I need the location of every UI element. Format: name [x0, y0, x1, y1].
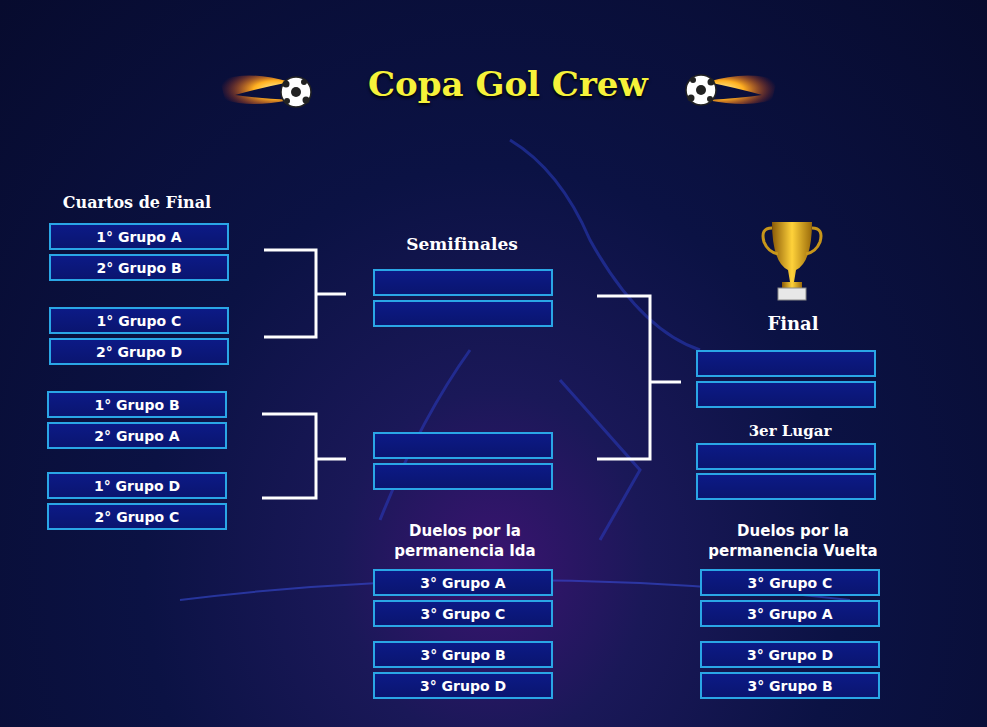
empty-slot — [696, 473, 876, 500]
team-label: 3° Grupo C — [421, 606, 506, 622]
team-label: 2° Grupo C — [95, 509, 180, 525]
team-slot: 1° Grupo A — [49, 223, 229, 250]
team-slot: 1° Grupo B — [47, 391, 227, 418]
team-slot: 2° Grupo C — [47, 503, 227, 530]
section-heading: Final — [713, 312, 873, 336]
team-slot: 2° Grupo B — [49, 254, 229, 281]
team-label: 2° Grupo A — [94, 428, 179, 444]
team-label: 3° Grupo B — [420, 647, 505, 663]
fireball-icon — [686, 75, 777, 105]
team-label: 1° Grupo C — [97, 313, 182, 329]
team-slot: 3° Grupo B — [700, 672, 880, 699]
team-slot: 3° Grupo D — [373, 672, 553, 699]
trophy-icon — [763, 222, 821, 300]
team-slot: 3° Grupo A — [373, 569, 553, 596]
empty-slot — [696, 381, 876, 408]
team-slot: 1° Grupo D — [47, 472, 227, 499]
empty-slot — [373, 269, 553, 296]
team-label: 1° Grupo A — [96, 229, 181, 245]
team-label: 3° Grupo A — [747, 606, 832, 622]
fireball-icon — [220, 75, 311, 107]
section-heading: Semifinales — [362, 233, 562, 256]
section-heading: Duelos por la permanencia Ida — [355, 521, 575, 562]
team-label: 3° Grupo D — [420, 678, 506, 694]
empty-slot — [696, 443, 876, 470]
team-label: 3° Grupo C — [748, 575, 833, 591]
team-slot: 2° Grupo D — [49, 338, 229, 365]
empty-slot — [373, 300, 553, 327]
team-label: 3° Grupo D — [747, 647, 833, 663]
section-heading: Duelos por la permanencia Vuelta — [683, 521, 903, 562]
team-slot: 3° Grupo D — [700, 641, 880, 668]
team-label: 1° Grupo B — [94, 397, 179, 413]
team-label: 3° Grupo A — [420, 575, 505, 591]
team-label: 2° Grupo D — [96, 344, 182, 360]
empty-slot — [696, 350, 876, 377]
team-label: 2° Grupo B — [96, 260, 181, 276]
team-slot: 3° Grupo C — [700, 569, 880, 596]
team-slot: 3° Grupo B — [373, 641, 553, 668]
team-slot: 3° Grupo A — [700, 600, 880, 627]
team-label: 1° Grupo D — [94, 478, 180, 494]
page-title: Copa Gol Crew — [368, 64, 648, 104]
bracket-lines — [262, 250, 681, 498]
empty-slot — [373, 432, 553, 459]
section-heading: Cuartos de Final — [37, 192, 237, 214]
team-slot: 1° Grupo C — [49, 307, 229, 334]
empty-slot — [373, 463, 553, 490]
section-heading: 3er Lugar — [710, 421, 870, 441]
team-slot: 2° Grupo A — [47, 422, 227, 449]
team-slot: 3° Grupo C — [373, 600, 553, 627]
team-label: 3° Grupo B — [747, 678, 832, 694]
